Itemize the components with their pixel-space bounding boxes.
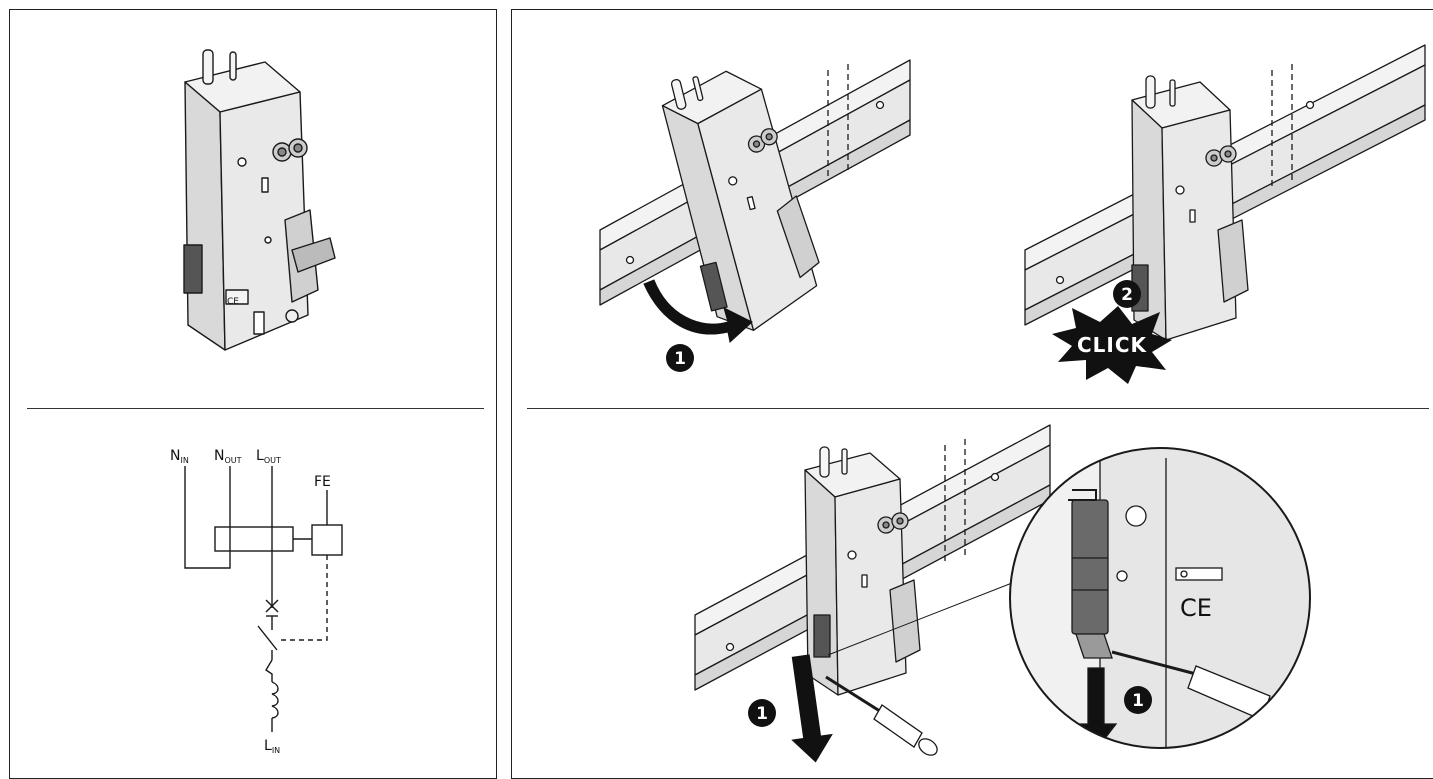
- step-tilt-onto-rail: 1: [599, 59, 911, 372]
- screwdriver-icon: [825, 675, 938, 756]
- left-divider: [27, 408, 484, 409]
- click-label: CLICK: [1077, 333, 1148, 357]
- wiring-schematic: NIN NOUT LOUT FE LIN: [170, 448, 343, 755]
- label-l-out: LOUT: [256, 448, 281, 465]
- label-n-in: NIN: [170, 448, 189, 465]
- svg-text:1: 1: [1132, 691, 1144, 711]
- step-badge-snap: 2: [1113, 280, 1141, 308]
- ce-mark-zoom-icon: CE: [1180, 594, 1212, 622]
- svg-text:1: 1: [674, 349, 686, 369]
- step-release-from-rail: 1: [694, 424, 1051, 763]
- right-divider: [527, 408, 1429, 409]
- curved-arrow-icon: [643, 279, 753, 343]
- click-burst: [1052, 306, 1172, 384]
- zoom-detail-latch: CE 1: [1009, 447, 1311, 749]
- down-arrow-icon: [791, 654, 833, 763]
- step-badge-release-zoom: 1: [1124, 686, 1152, 714]
- ce-mark-icon: CE: [227, 297, 239, 307]
- label-n-out: NOUT: [214, 448, 242, 465]
- device-isometric-view: CE: [183, 49, 336, 351]
- svg-text:1: 1: [756, 704, 768, 724]
- step-snap-onto-rail: CLICK 2: [1024, 44, 1426, 384]
- label-l-in: LIN: [264, 738, 280, 755]
- label-fe: FE: [314, 474, 331, 490]
- step-badge-release: 1: [748, 699, 776, 727]
- step-badge-tilt: 1: [666, 344, 694, 372]
- svg-text:2: 2: [1121, 285, 1133, 305]
